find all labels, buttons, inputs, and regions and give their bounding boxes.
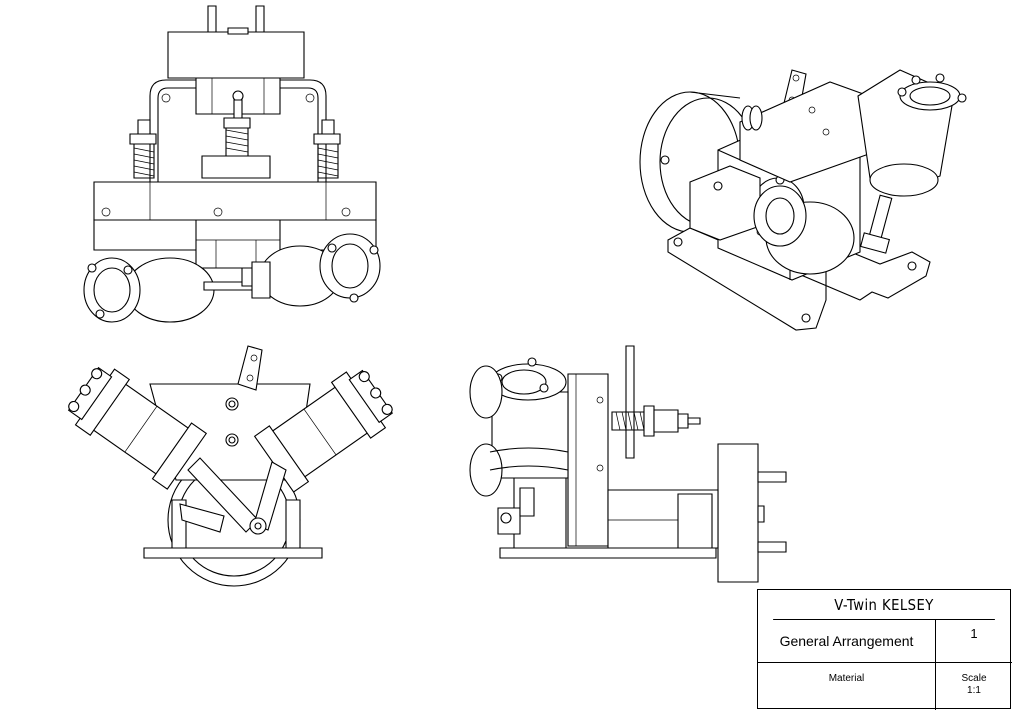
side-v-view bbox=[62, 346, 400, 586]
title-block: V-Twin KELSEY General Arrangement 1 Mate… bbox=[757, 589, 1012, 710]
end-view bbox=[470, 346, 786, 582]
scale-cell: Scale 1:1 bbox=[936, 663, 1012, 710]
front-view bbox=[84, 6, 380, 322]
scale-value: 1:1 bbox=[967, 685, 981, 696]
material-label: Material bbox=[758, 663, 936, 710]
drawing-title: V-Twin KELSEY bbox=[773, 590, 995, 620]
scale-label: Scale bbox=[961, 673, 987, 684]
sheet-number: 1 bbox=[936, 620, 1012, 663]
drawing-name: General Arrangement bbox=[758, 620, 936, 663]
isometric-view bbox=[640, 70, 966, 330]
